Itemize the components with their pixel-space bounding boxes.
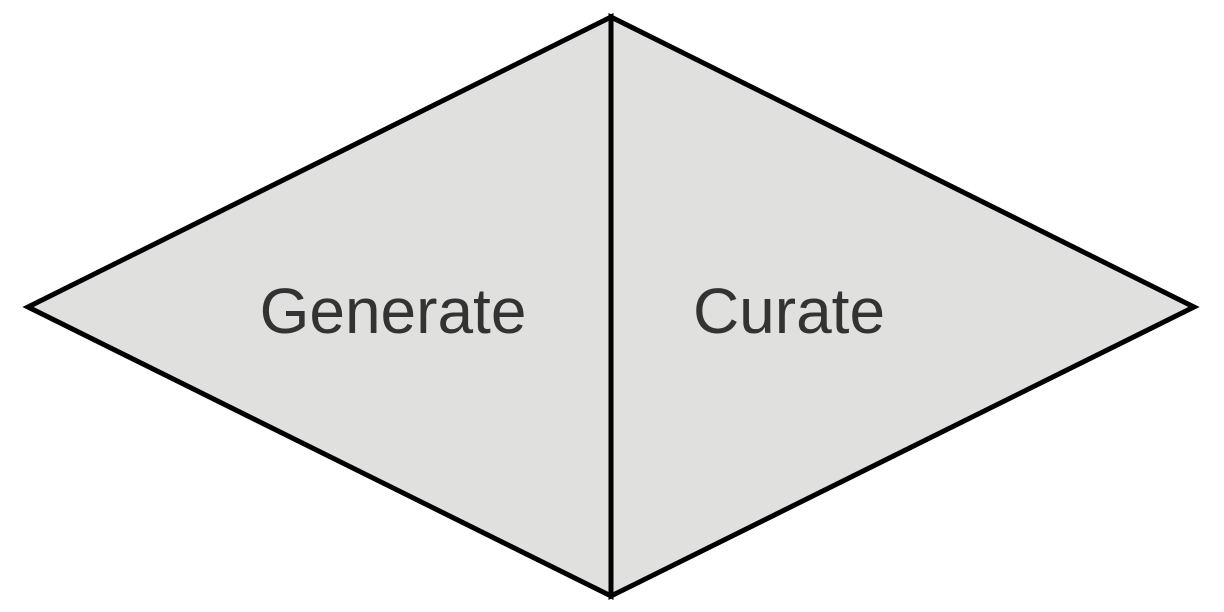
generate-label: Generate — [260, 275, 527, 347]
curate-triangle — [608, 12, 1200, 601]
curate-label: Curate — [693, 275, 885, 347]
